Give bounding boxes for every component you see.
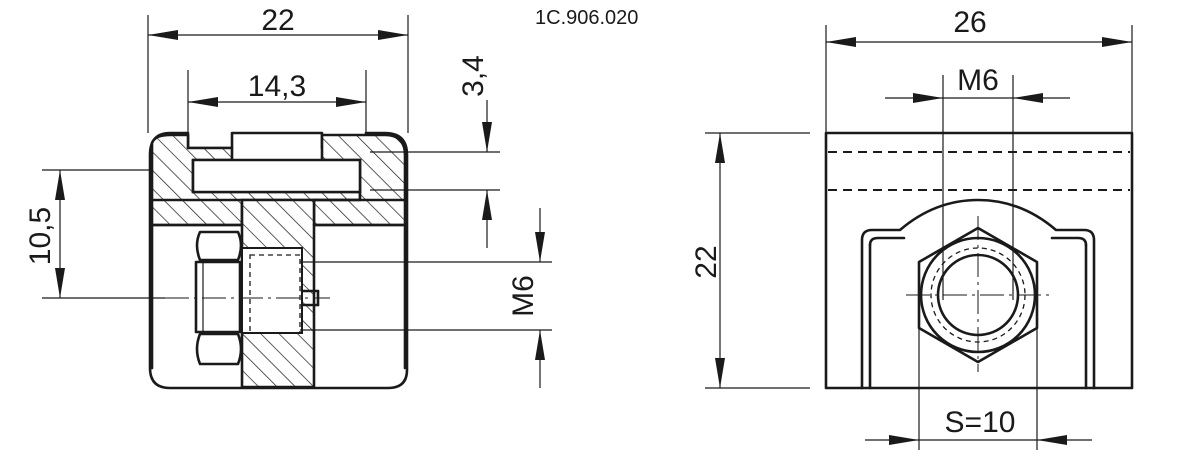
left-width-dimension: 22 — [261, 4, 294, 37]
left-body-outline — [148, 131, 409, 390]
left-section-view: 22 14,3 3,4 10,5 M6 — [24, 4, 552, 390]
hex-nut-side — [194, 230, 243, 366]
right-width-dimension: 26 — [953, 6, 986, 39]
right-thread-dimension: M6 — [957, 64, 999, 97]
right-front-view: 26 M6 22 S=10 — [690, 6, 1134, 450]
right-wrench-size-dimension: S=10 — [945, 406, 1016, 439]
right-inner-profile — [860, 198, 1096, 390]
part-number: 1C.906.020 — [535, 7, 638, 29]
right-height-dimension: 22 — [690, 245, 723, 278]
right-body-outline — [824, 131, 1134, 390]
left-top-offset-dimension: 3,4 — [457, 55, 490, 97]
left-height-dimension: 10,5 — [24, 207, 57, 265]
hex-nut-front — [917, 226, 1039, 364]
left-slot-width-dimension: 14,3 — [248, 70, 306, 103]
left-thread-dimension: M6 — [507, 275, 540, 317]
